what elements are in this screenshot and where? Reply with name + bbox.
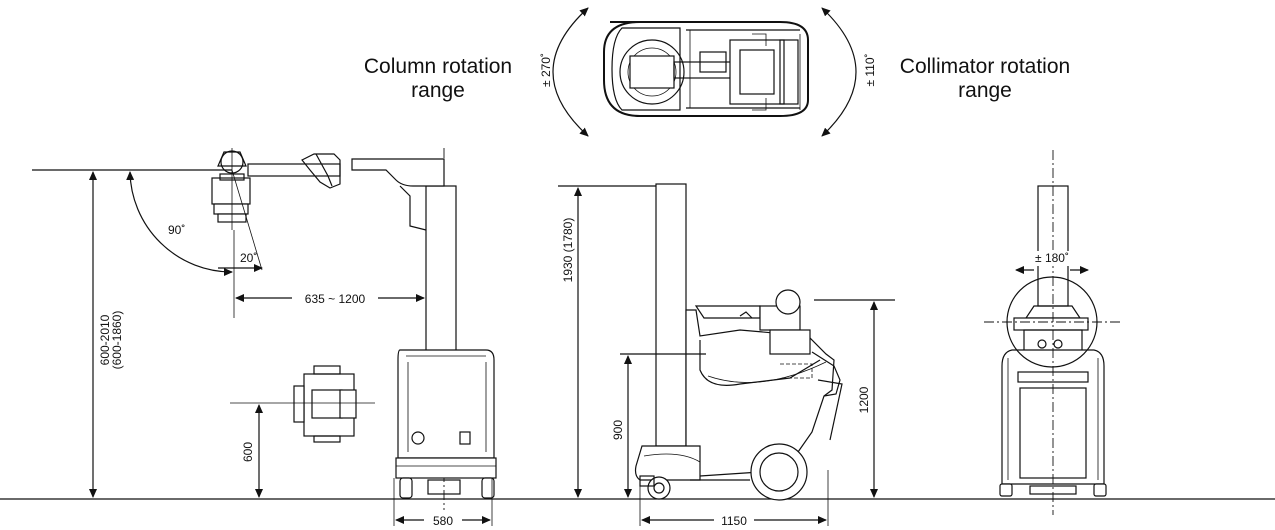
head-rotation-label: ± 180˚ [1035,251,1069,265]
collimator-rotation-title-line2: range [958,79,1012,102]
min-height-label: 600 [241,442,255,462]
column-rotation-title-line2: range [411,79,465,102]
top-view [603,21,809,117]
head-rotation-circle [1006,276,1098,368]
arm-reach-label: 635 ~ 1200 [305,292,366,306]
rear-view [999,185,1107,497]
column-angle-label: ± 270˚ [539,53,553,87]
length-label: 1150 [721,514,747,528]
width-label: 580 [433,514,453,528]
column-rotation-arc [552,7,589,137]
focal-height-label-2: (600-1860) [110,311,124,370]
collimator-angle-label: ± 110˚ [863,53,877,86]
column-rotation-title-line1: Column rotation [364,55,512,78]
column-height-label: 1930 (1780) [561,218,575,283]
handle-height-label: 900 [611,420,625,440]
tilt-90-label: 90˚ [168,223,185,237]
side-view [634,183,843,501]
collimator-rotation-title-line1: Collimator rotation [900,55,1070,78]
collimator-rotation-arc [821,7,857,137]
tilt-90-arc [126,171,233,276]
focal-height-label-1: 600-2010 [98,314,112,365]
tilt-20-label: 20˚ [240,251,257,265]
cart-height-label: 1200 [857,386,871,413]
